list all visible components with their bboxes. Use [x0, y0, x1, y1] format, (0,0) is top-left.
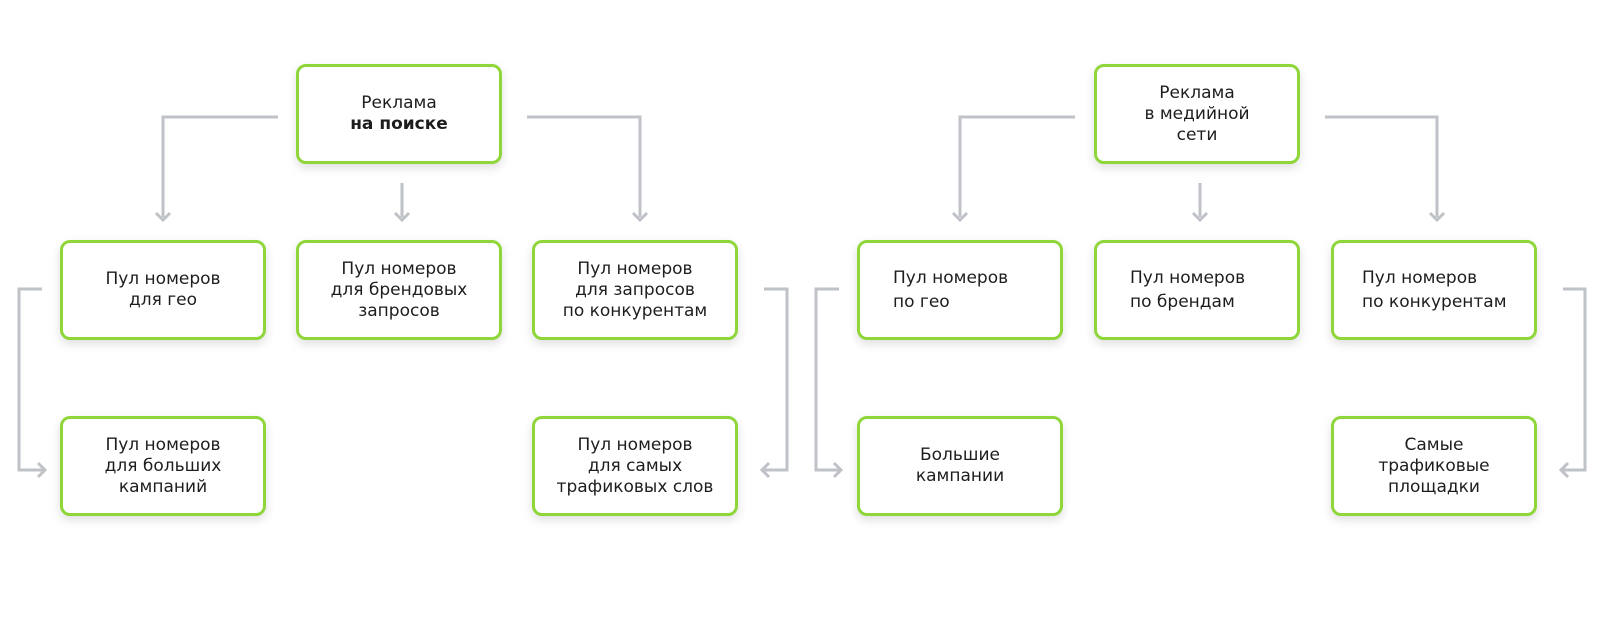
search-ads-title-line1: Реклама — [361, 93, 437, 113]
arrowhead — [759, 461, 771, 479]
arrowhead — [1191, 211, 1209, 223]
arrowhead — [1558, 461, 1570, 479]
search-ads-title-line2: на поиске — [350, 114, 448, 134]
display-ads-title: Реклама в медийной сети — [1144, 82, 1250, 145]
connector-search-root-competitors — [527, 115, 642, 217]
pool-geo-node: Пул номеров для гео — [60, 240, 266, 340]
pool-geo-label: Пул номеров для гео — [105, 269, 221, 310]
big-campaigns-node: Большие кампании — [857, 416, 1063, 516]
arrowhead — [832, 461, 844, 479]
arrowhead — [154, 211, 172, 223]
pool-by-brands-node: Пул номеров по брендам — [1094, 240, 1300, 340]
connector-search-root-geo — [161, 115, 278, 217]
pool-big-campaigns-label: Пул номеров для больших кампаний — [104, 434, 222, 497]
arrowhead — [36, 461, 48, 479]
pool-by-geo-label: Пул номеров по гео — [893, 268, 1009, 312]
connector-display-root-geo — [958, 115, 1075, 217]
connector-competitors-top-words — [763, 287, 789, 472]
pool-competitor-queries-label: Пул номеров для запросов по конкурентам — [562, 258, 708, 321]
display-ads-node: Реклама в медийной сети — [1094, 64, 1300, 164]
pool-competitor-queries-node: Пул номеров для запросов по конкурентам — [532, 240, 738, 340]
pool-by-geo-node: Пул номеров по гео — [857, 240, 1063, 340]
connector-display-competitors-top-placements — [1562, 287, 1587, 472]
pool-big-campaigns-node: Пул номеров для больших кампаний — [60, 416, 266, 516]
search-ads-node: Реклама на поиске — [296, 64, 502, 164]
arrowhead — [631, 211, 649, 223]
connector-display-geo-big-campaigns — [814, 287, 840, 472]
arrowhead — [393, 211, 411, 223]
arrowhead — [951, 211, 969, 223]
connector-display-root-competitors — [1325, 115, 1439, 217]
pool-by-brands-label: Пул номеров по брендам — [1130, 268, 1246, 312]
arrowhead — [1428, 211, 1446, 223]
pool-top-traffic-words-label: Пул номеров для самых трафиковых слов — [556, 434, 714, 497]
big-campaigns-label: Большие кампании — [915, 445, 1005, 486]
pool-brand-queries-label: Пул номеров для брендовых запросов — [330, 258, 468, 321]
top-traffic-placements-node: Самые трафиковые площадки — [1331, 416, 1537, 516]
pool-by-competitors-node: Пул номеров по конкурентам — [1331, 240, 1537, 340]
top-traffic-placements-label: Самые трафиковые площадки — [1378, 434, 1490, 497]
pool-by-competitors-label: Пул номеров по конкурентам — [1362, 268, 1507, 312]
pool-brand-queries-node: Пул номеров для брендовых запросов — [296, 240, 502, 340]
connector-geo-big-campaigns — [17, 287, 44, 472]
pool-top-traffic-words-node: Пул номеров для самых трафиковых слов — [532, 416, 738, 516]
